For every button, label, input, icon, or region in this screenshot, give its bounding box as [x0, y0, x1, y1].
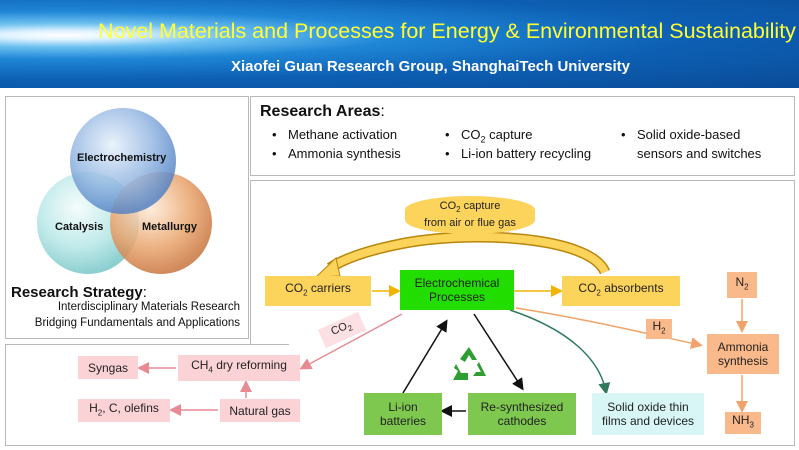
area-co2-capture: •CO2 capture: [445, 127, 533, 145]
li-ion-batteries-box: Li-ion batteries: [364, 393, 442, 435]
page-subtitle: Xiaofei Guan Research Group, ShanghaiTec…: [231, 58, 630, 75]
area-solid-oxide: •Solid oxide-based: [621, 127, 741, 142]
nh3-box: NH3: [725, 412, 761, 434]
strategy-line-1: Interdisciplinary Materials Research: [57, 301, 240, 313]
resynthesized-cathodes-box: Re-synthesized cathodes: [468, 393, 576, 435]
co2-absorbents-box: CO2 absorbents: [562, 276, 680, 306]
arrow-batteries-center: [402, 319, 448, 394]
page-title: Novel Materials and Processes for Energy…: [98, 19, 796, 43]
metallurgy-label: Metallurgy: [142, 221, 198, 233]
research-areas-panel: Research Areas: •Methane activation •Amm…: [250, 96, 795, 176]
research-strategy-panel: Electrochemistry Catalysis Metallurgy Re…: [5, 96, 249, 339]
arrow-h2-ammonia: [515, 307, 703, 349]
area-sensors: sensors and switches: [637, 146, 762, 161]
venn-diagram: [37, 108, 212, 274]
area-methane: •Methane activation: [272, 127, 398, 142]
strategy-heading: Research Strategy:: [11, 284, 147, 301]
capture-arrow-head: [314, 257, 341, 278]
olefins-box: H2, C, olefins: [78, 399, 170, 422]
natural-gas-box: Natural gas: [220, 399, 300, 422]
recycle-icon: [453, 347, 486, 380]
header-banner: Novel Materials and Processes for Energy…: [0, 0, 799, 88]
areas-heading: Research Areas:: [260, 103, 385, 120]
electrochemistry-label: Electrochemistry: [77, 152, 167, 164]
co2-carriers-box: CO2 carriers: [265, 276, 371, 306]
capture-arrow: [327, 233, 609, 275]
area-battery-recycling: •Li-ion battery recycling: [445, 146, 592, 161]
arrow-co2-reforming: [299, 313, 403, 370]
electrochemical-processes-box: Electrochemical Processes: [400, 270, 514, 310]
n2-box: N2: [727, 272, 757, 298]
area-ammonia: •Ammonia synthesis: [272, 146, 401, 161]
catalysis-label: Catalysis: [55, 221, 104, 233]
co2-capture-box: CO2 capture from air or flue gas: [405, 196, 535, 234]
arrow-to-solid-oxide: [509, 309, 611, 395]
syngas-box: Syngas: [78, 356, 138, 379]
ch4-dry-reforming-box: CH4 dry reforming: [178, 355, 300, 381]
strategy-line-2: Bridging Fundamentals and Applications: [34, 317, 240, 329]
h2-box: H2: [646, 319, 672, 339]
ammonia-synthesis-box: Ammonia synthesis: [707, 334, 779, 374]
arrow-center-cathodes: [473, 313, 524, 391]
solid-oxide-box: Solid oxide thin films and devices: [592, 393, 704, 435]
electrochemistry-circle: [70, 108, 176, 214]
